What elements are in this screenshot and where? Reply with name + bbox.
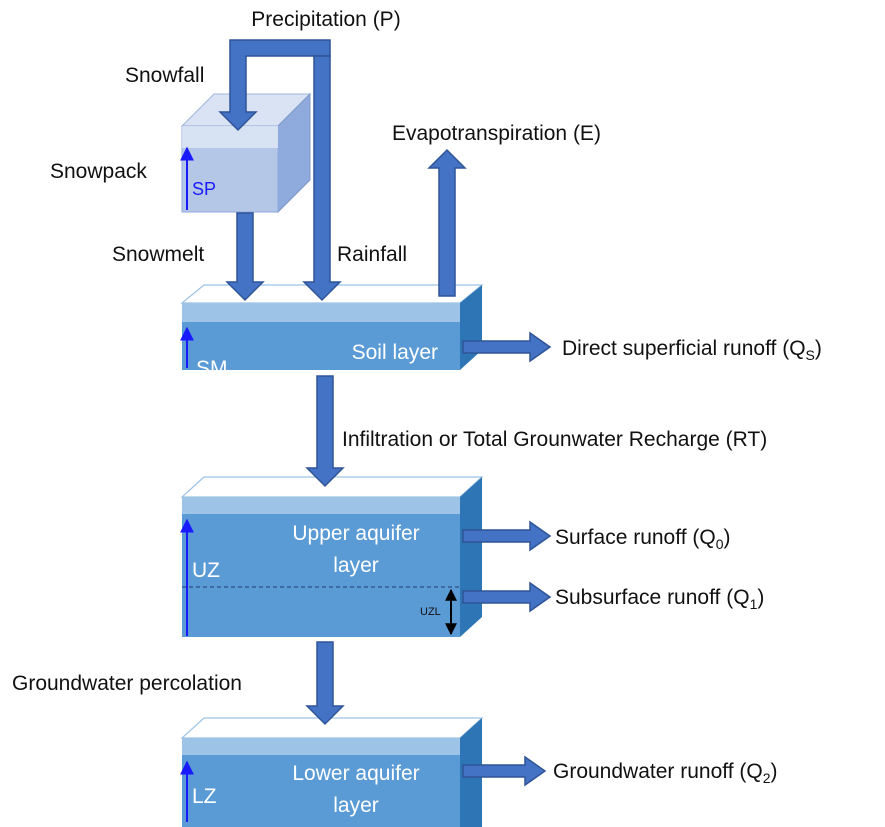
infiltration-label: Infiltration or Total Grounwater Recharg… bbox=[342, 428, 767, 451]
uzl-label: UZL bbox=[420, 606, 441, 618]
lz-label: LZ bbox=[192, 785, 217, 808]
upper-aquifer-label-2: layer bbox=[333, 554, 379, 577]
snowpack-box bbox=[180, 92, 312, 214]
snowmelt-arrow bbox=[225, 212, 265, 302]
soil-layer-label: Soil layer bbox=[352, 341, 438, 364]
precipitation-snowfall-arrow bbox=[218, 39, 331, 132]
groundwater-percolation-label: Groundwater percolation bbox=[12, 672, 242, 695]
rainfall-arrow bbox=[302, 55, 342, 302]
upper-aquifer-label-1: Upper aquifer bbox=[292, 522, 419, 545]
upper-aquifer-box bbox=[180, 476, 484, 637]
evapotranspiration-label: Evapotranspiration (E) bbox=[392, 122, 601, 145]
direct-runoff-arrow bbox=[462, 331, 552, 363]
surface-runoff-label: Surface runoff (Q0) bbox=[555, 526, 731, 552]
groundwater-runoff-arrow bbox=[462, 755, 547, 787]
rainfall-label: Rainfall bbox=[337, 243, 407, 266]
sp-label: SP bbox=[192, 179, 216, 199]
percolation-arrow bbox=[305, 641, 345, 726]
lower-aquifer-box bbox=[180, 717, 484, 827]
snowmelt-label: Snowmelt bbox=[112, 243, 204, 266]
surface-runoff-arrow bbox=[462, 520, 552, 552]
snowfall-label: Snowfall bbox=[125, 64, 204, 87]
uz-label: UZ bbox=[192, 559, 220, 582]
lower-aquifer-label-1: Lower aquifer bbox=[292, 762, 419, 785]
infiltration-arrow bbox=[305, 375, 345, 488]
soil-layer-box bbox=[180, 284, 484, 370]
subsurface-runoff-arrow bbox=[462, 581, 552, 613]
direct-runoff-label: Direct superficial runoff (QS) bbox=[562, 337, 822, 363]
lower-aquifer-label-2: layer bbox=[333, 794, 379, 817]
subsurface-runoff-label: Subsurface runoff (Q1) bbox=[555, 586, 764, 612]
sm-label: SM bbox=[196, 357, 228, 380]
snowpack-label: Snowpack bbox=[50, 160, 147, 183]
evapotranspiration-arrow bbox=[427, 148, 467, 297]
groundwater-runoff-label: Groundwater runoff (Q2) bbox=[553, 760, 778, 786]
precipitation-label: Precipitation (P) bbox=[251, 8, 400, 31]
